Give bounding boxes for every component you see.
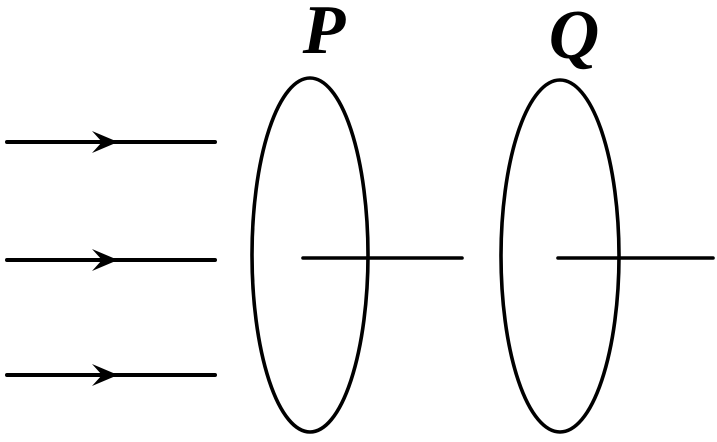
incident-ray-1-arrowhead-icon xyxy=(92,131,118,153)
lens-p-outline xyxy=(250,76,370,434)
lens-p-label: P xyxy=(302,0,347,69)
incident-ray-2-arrowhead-icon xyxy=(92,249,118,271)
lens-q-outline xyxy=(499,78,621,434)
incident-ray-3-arrowhead-icon xyxy=(92,364,118,386)
lens-q-label: Q xyxy=(549,0,600,74)
